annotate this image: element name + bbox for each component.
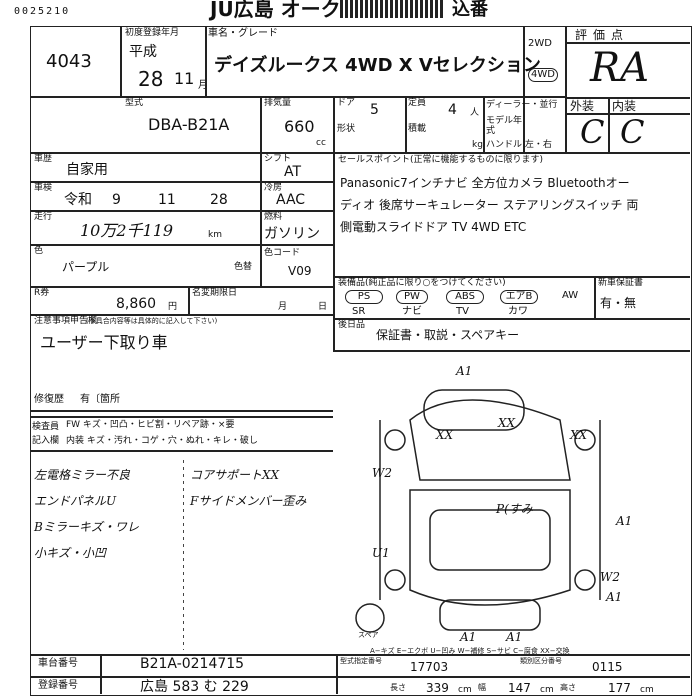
exterior-grade: C: [580, 113, 605, 151]
inspection-month: 11: [158, 192, 176, 208]
extras: 保証書・取説・スペアキー: [376, 328, 520, 342]
length: 339: [426, 681, 449, 695]
mark-a1-top: A1: [456, 364, 473, 378]
vehicle-name: デイズルークス 4WD X Vセレクション: [214, 55, 541, 76]
repair-text: 有〔箇所: [80, 394, 120, 405]
mark-a1-bottom-left: A1: [460, 630, 477, 644]
auction-logo-mark: [340, 0, 444, 18]
color-code: V09: [288, 264, 312, 278]
note-5: コアサポートXX: [190, 468, 280, 482]
exterior-label: 外装: [570, 99, 595, 113]
mark-xx-right: XX: [570, 428, 588, 442]
note-1: 左電格ミラー不良: [34, 468, 131, 482]
mark-a1-right: A1: [616, 514, 633, 528]
mark-a1-right-lower: A1: [606, 590, 623, 604]
note-3: Bミラーキズ・ワレ: [34, 520, 139, 534]
mark-xx-left: XX: [436, 428, 454, 442]
sales-points: Panasonic7インチナビ 全方位カメラ Bluetoothオーディオ 後席…: [340, 176, 639, 234]
mark-xx-center: XX: [498, 416, 516, 430]
first-reg-label: 初度登録年月: [125, 28, 180, 38]
ac: AAC: [276, 192, 306, 208]
usage: 自家用: [66, 162, 108, 178]
displacement: 660: [284, 117, 315, 136]
inspector-int-row: 内装 キズ・汚れ・コゲ・穴・ぬれ・キレ・破し: [66, 436, 258, 446]
mark-p-sumi: P(すみ: [496, 502, 533, 516]
mark-a1-bottom-right: A1: [506, 630, 523, 644]
capacity: 4: [448, 102, 457, 118]
interior-grade: C: [620, 113, 645, 151]
interior-label: 内装: [612, 99, 637, 113]
mileage: 10万2千119: [80, 221, 174, 240]
height: 177: [608, 681, 631, 695]
equip-ps: PS: [345, 290, 383, 304]
inspection-year: 9: [112, 192, 121, 208]
mark-w2-left: W2: [372, 466, 392, 480]
sheet-frame: [30, 26, 692, 696]
note-4: 小キズ・小凹: [34, 546, 107, 560]
color: パープル: [62, 260, 110, 274]
displacement-label: 排気量: [264, 98, 292, 108]
reg-year: 28: [138, 67, 164, 91]
era: 平成: [129, 44, 157, 60]
reg-month: 11: [174, 69, 195, 88]
fuel: ガソリン: [264, 226, 320, 242]
drive-4wd-circled: 4WD: [528, 68, 558, 82]
equip-pw: PW: [396, 290, 428, 304]
sheet-number: 0025210: [14, 6, 71, 17]
class-code: 0115: [592, 660, 623, 674]
lot-number: 4043: [46, 51, 92, 72]
mark-w2-right: W2: [600, 570, 620, 584]
warranty: 有・無: [600, 296, 637, 310]
equip-airbag: エアB: [500, 290, 538, 304]
mark-u1: U1: [372, 546, 390, 560]
notes-text: ユーザー下取り車: [40, 333, 168, 352]
type-designation: 17703: [410, 660, 449, 674]
width: 147: [508, 681, 531, 695]
car-damage-diagram: [355, 389, 601, 633]
overall-grade: RA: [590, 45, 650, 91]
grade-label: 評価点: [575, 28, 630, 42]
shift: AT: [284, 164, 302, 180]
recycle-amount: 8,860: [116, 296, 157, 312]
note-2: エンドパネルU: [34, 494, 117, 508]
auction-suffix: 込番: [452, 0, 488, 20]
equip-abs: ABS: [446, 290, 484, 304]
doors: 5: [370, 102, 379, 118]
inspector-fw-row: FW キズ・凹凸・ヒビ割・リペア跡・×要: [66, 420, 235, 430]
plate-number: 広島 583 む 229: [140, 679, 249, 695]
chassis-number: B21A-0214715: [140, 656, 245, 672]
drive-2wd: 2WD: [528, 38, 552, 49]
model-label: 型式: [125, 98, 144, 108]
note-6: Fサイドメンバー歪み: [190, 494, 307, 508]
model: DBA-B21A: [148, 115, 230, 134]
inspection-day: 28: [210, 192, 228, 208]
auction-name: JU広島 オーク: [210, 0, 341, 21]
damage-legend: A−キズ E−エクボ U−凹み W−補修 S−サビ C−腐食 XX−交換: [370, 647, 570, 655]
vehicle-name-label: 車名・グレード: [208, 28, 278, 39]
